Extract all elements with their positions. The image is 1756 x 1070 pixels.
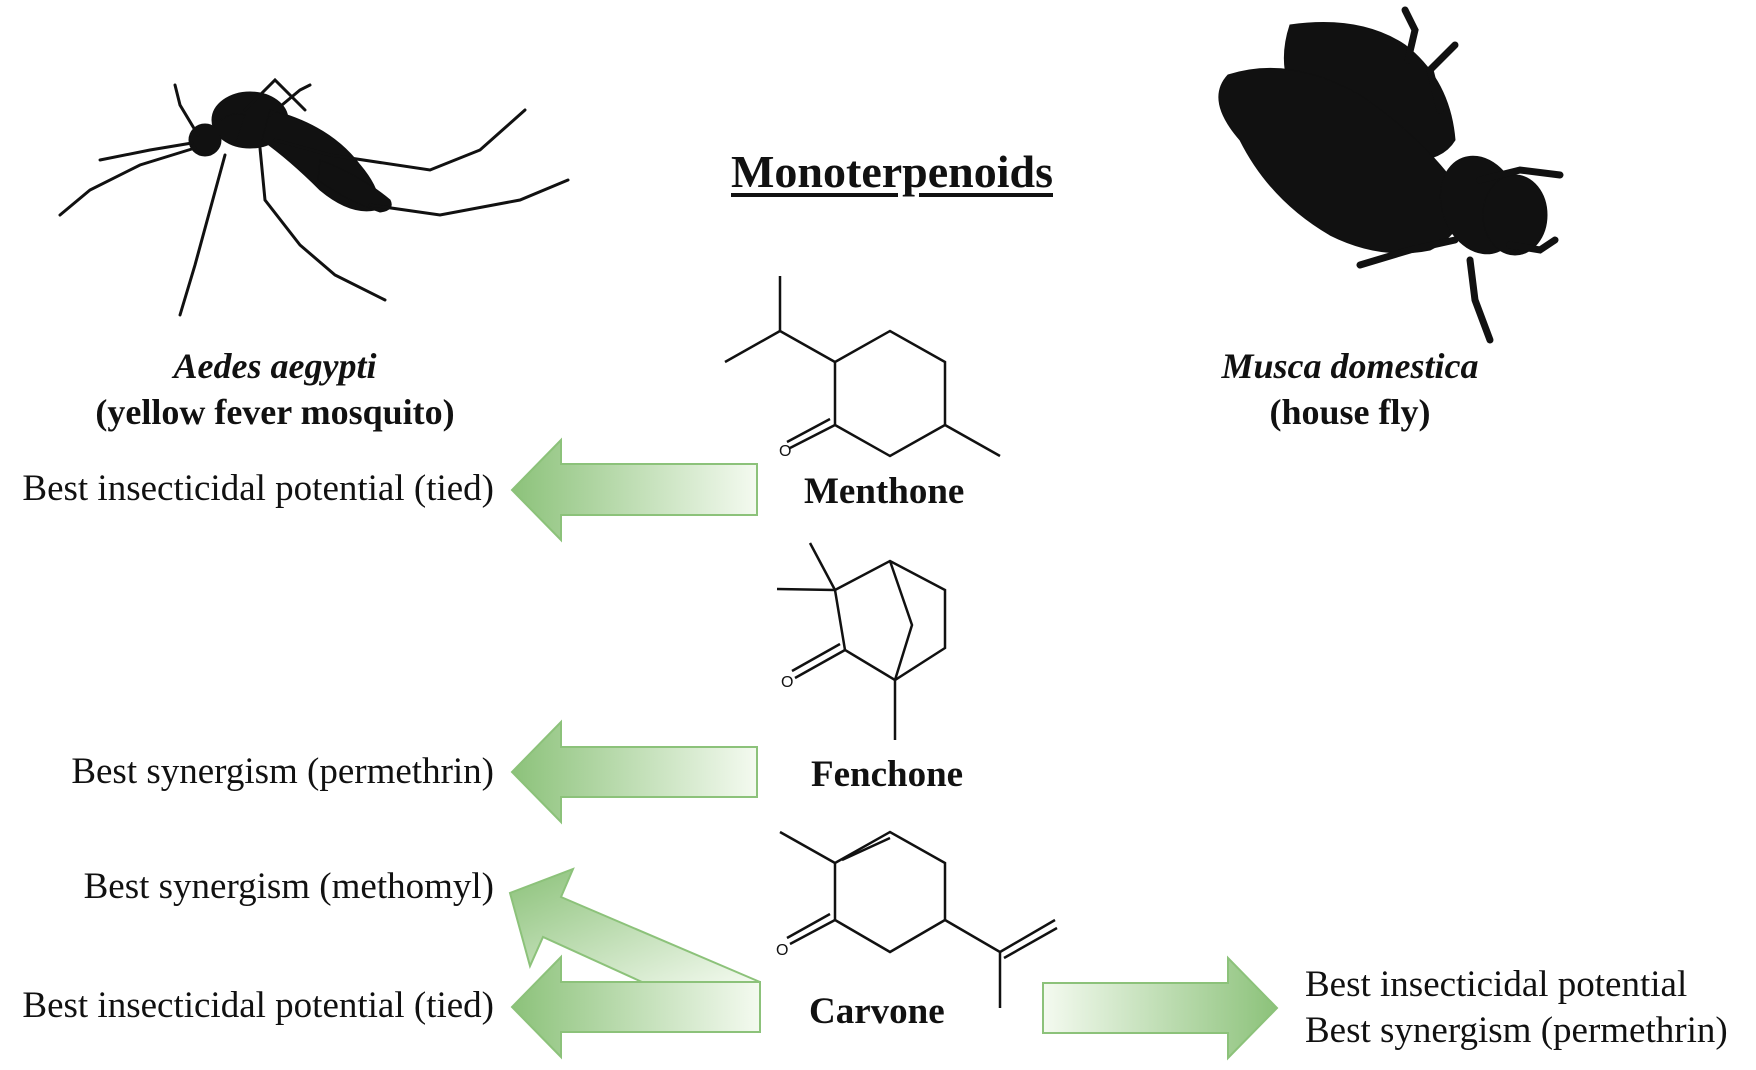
effect-carvone-fly: Best insecticidal potential Best synergi… xyxy=(1305,962,1728,1054)
fly-species-label: Musca domestica (house fly) xyxy=(1150,343,1550,435)
effect-fenchone-mosquito: Best synergism (permethrin) xyxy=(71,751,494,792)
mosquito-species-label: Aedes aegypti (yellow fever mosquito) xyxy=(60,343,490,435)
fly-scientific-name: Musca domestica xyxy=(1221,346,1479,386)
effect-carvone-mosquito-methomyl: Best synergism (methomyl) xyxy=(83,866,494,907)
effect-menthone-mosquito: Best insecticidal potential (tied) xyxy=(22,468,494,509)
carvone-oxygen-label: O xyxy=(776,942,788,959)
compound-name-fenchone: Fenchone xyxy=(811,754,964,795)
house-fly-silhouette-icon xyxy=(1218,6,1564,344)
fenchone-oxygen-label: O xyxy=(781,674,793,691)
arrow-menthone-to-mosquito xyxy=(510,437,758,543)
fenchone-structure xyxy=(776,542,947,740)
arrow-fenchone-to-mosquito xyxy=(510,719,758,825)
effect-carvone-fly-line-1: Best insecticidal potential xyxy=(1305,964,1688,1005)
compound-name-carvone: Carvone xyxy=(809,991,945,1032)
arrow-carvone-to-mosquito-methomyl xyxy=(508,867,761,983)
menthone-structure xyxy=(724,276,1001,458)
arrow-carvone-to-fly xyxy=(1042,955,1279,1061)
compound-name-menthone: Menthone xyxy=(804,471,965,512)
arrow-carvone-to-mosquito xyxy=(510,954,761,1060)
menthone-oxygen-label: O xyxy=(779,443,791,460)
fly-common-name: (house fly) xyxy=(1269,392,1431,432)
carvone-structure xyxy=(779,830,1058,1008)
mosquito-silhouette-icon xyxy=(58,77,570,317)
mosquito-common-name: (yellow fever mosquito) xyxy=(95,392,455,432)
effect-carvone-mosquito-insecticidal: Best insecticidal potential (tied) xyxy=(22,985,494,1026)
mosquito-scientific-name: Aedes aegypti xyxy=(173,346,377,386)
diagram-title: Monoterpenoids xyxy=(731,146,1053,197)
effect-carvone-fly-line-2: Best synergism (permethrin) xyxy=(1305,1010,1728,1051)
